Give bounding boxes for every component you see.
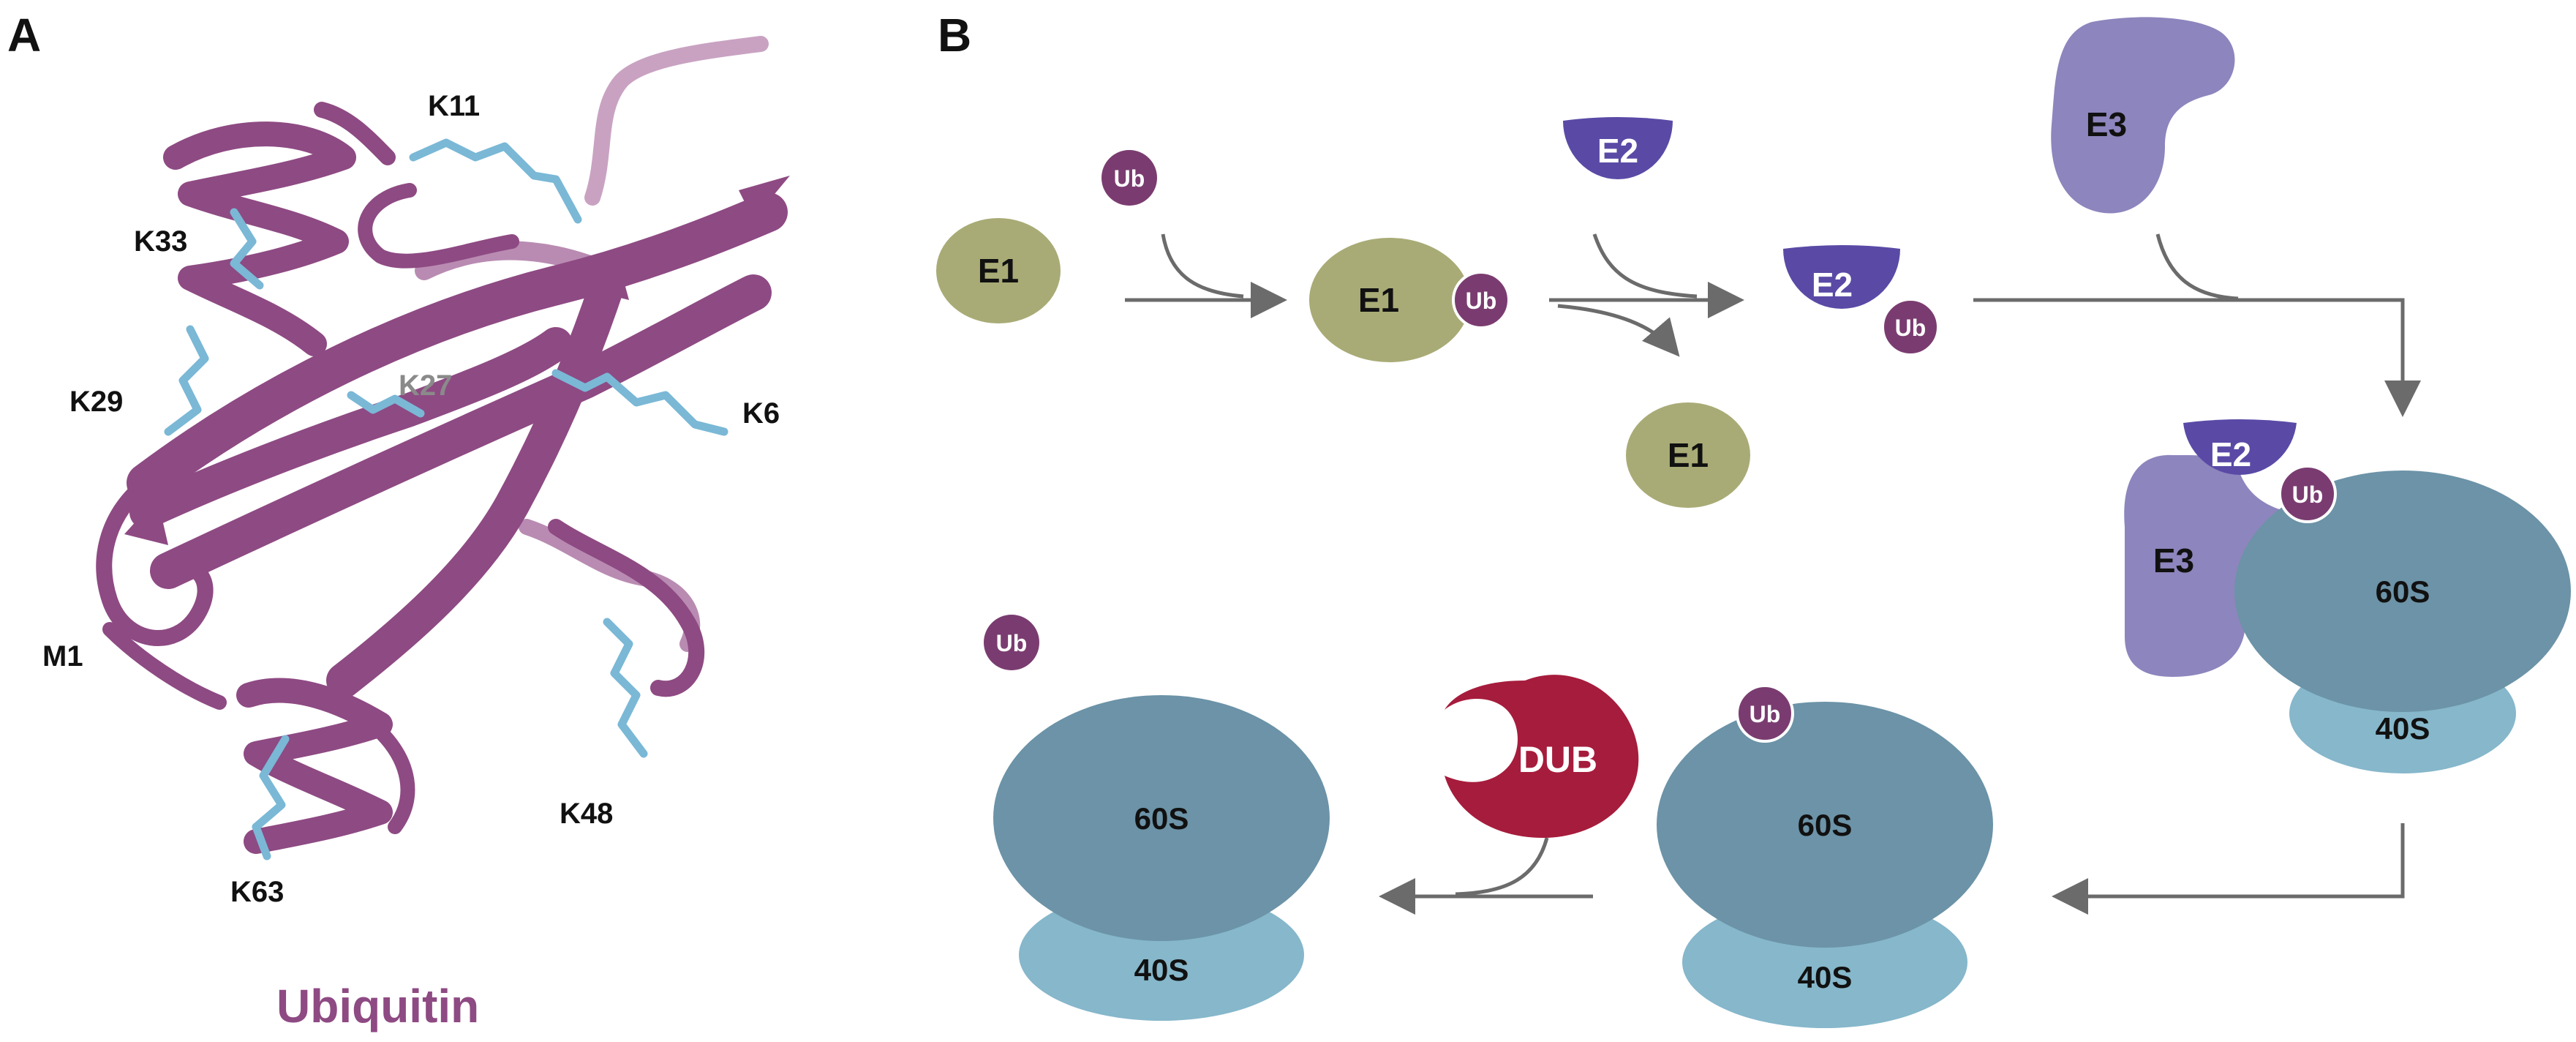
k27-sidechain [347,391,425,418]
e2-label: E2 [1812,266,1853,304]
label-k11: K11 [428,90,480,122]
k63-sidechain [252,735,290,861]
ub-label: Ub [1750,701,1781,727]
k6-sidechain [551,369,728,436]
e1-label: E1 [1358,281,1399,319]
cascade-arrows [1125,233,2421,915]
e2-label: E2 [1597,132,1638,170]
label-m1: M1 [42,640,83,672]
dub-enzyme: DUB [1445,675,1639,838]
label-k48: K48 [560,798,613,830]
ribosome-e3-complex: E3 40S 60S E2 Ub [2124,419,2571,773]
subunit-60s-label: 60S [1134,801,1189,836]
e3-label: E3 [2086,105,2127,143]
residue-labels: K11 K33 K29 K27 K6 M1 K48 K63 [42,90,780,908]
k33-sidechain [230,208,264,290]
subunit-60s-label: 60S [2376,574,2430,609]
subunit-40s-label: 40S [1134,953,1189,987]
label-k29: K29 [69,386,123,418]
arrow-e2-feed [1592,233,1698,299]
ribosome-free: 40S 60S [993,695,1330,1021]
ub-label: Ub [996,630,1028,656]
ub-released: Ub [984,615,1039,670]
subunit-60s-label: 60S [1798,808,1853,842]
k48-sidechain [603,618,648,758]
lysine-sidechains [164,138,728,861]
ubiquitin-title: Ubiquitin [276,980,479,1032]
e2-label: E2 [2210,435,2251,473]
ub-label: Ub [1466,288,1497,314]
k11-sidechain [409,138,582,224]
label-k6: K6 [742,397,780,430]
panel-b-label: B [938,9,971,61]
ub-label: Ub [2292,481,2324,508]
label-k63: K63 [230,876,284,908]
label-k33: K33 [134,225,187,258]
ub-label: Ub [1114,165,1145,192]
arrow-dub-feed [1455,837,1549,896]
label-k27: K27 [399,370,452,402]
e3-free: E3 [2051,17,2235,214]
k29-sidechain [164,325,209,436]
arrow-e1-release [1557,304,1680,357]
ub-free-top: Ub [1101,150,1157,206]
e3-label: E3 [2153,541,2194,580]
e2-ub-complex: E2 Ub [1783,245,1940,356]
dub-label: DUB [1518,739,1597,780]
arrow-e2-to-e3 [1973,298,2421,417]
e1-released: E1 [1626,402,1750,508]
e2-free: E2 [1563,117,1673,179]
e1-label: E1 [1668,436,1709,474]
ub-label: Ub [1895,315,1927,341]
e1-ub-complex: E1 Ub [1309,238,1510,362]
subunit-40s-label: 40S [2376,711,2430,746]
panel-a-label: A [7,9,41,61]
e1-label: E1 [978,252,1019,290]
subunit-40s-label: 40S [1798,960,1853,994]
ribosome-ubiquitinated: 40S 60S Ub [1657,684,1993,1028]
arrow-ub-feed [1161,233,1244,299]
ubiquitin-ribbon-structure [96,36,790,854]
arrow-ub-ribosome [2052,823,2405,915]
e1-free: E1 [936,218,1061,323]
arrow-e3-feed [2155,233,2239,301]
